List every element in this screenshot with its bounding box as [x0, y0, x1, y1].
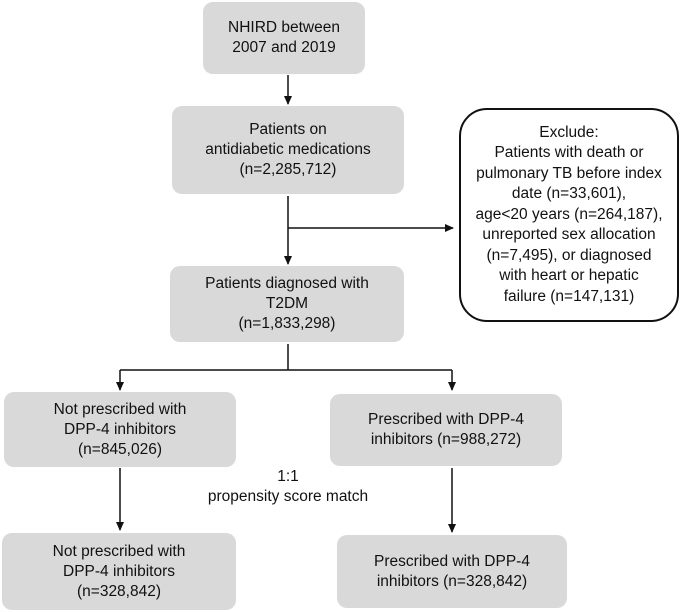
- not-prescribed-line-2: DPP-4 inhibitors: [64, 420, 176, 438]
- exclude-line-4: date (n=33,601),: [511, 185, 627, 203]
- exclude-line-9: failure (n=147,131): [503, 287, 635, 305]
- not-prescribed-box: Not prescribed with DPP-4 inhibitors (n=…: [4, 392, 236, 467]
- source-line-2: 2007 and 2019: [232, 39, 336, 56]
- not-prescribed-matched-line-1: Not prescribed with: [52, 542, 186, 560]
- match-method: propensity score match: [207, 488, 369, 505]
- exclude-line-6: unreported sex allocation: [482, 226, 656, 244]
- exclude-line-2: Patients with death or: [494, 144, 644, 162]
- exclude-line-1: Exclude:: [539, 123, 599, 141]
- prescribed-box: Prescribed with DPP-4 inhibitors (n=988,…: [330, 394, 562, 466]
- not-prescribed-matched-line-3: (n=328,842): [76, 582, 162, 600]
- exclude-line-7: (n=7,495), or diagnosed: [486, 246, 652, 264]
- prescribed-matched-line-2: inhibitors (n=328,842): [376, 572, 528, 590]
- prescribed-matched-box: Prescribed with DPP-4 inhibitors (n=328,…: [337, 535, 567, 608]
- match-ratio: 1:1: [277, 468, 299, 485]
- exclude-box: Exclude: Patients with death or pulmonar…: [459, 108, 679, 322]
- prescribed-line-1: Prescribed with DPP-4: [368, 411, 524, 428]
- prescribed-line-2: inhibitors (n=988,272): [370, 431, 522, 448]
- t2dm-line-1: Patients diagnosed with: [205, 275, 369, 292]
- not-prescribed-matched-line-2: DPP-4 inhibitors: [63, 562, 175, 580]
- not-prescribed-matched-box: Not prescribed with DPP-4 inhibitors (n=…: [2, 533, 236, 610]
- not-prescribed-line-1: Not prescribed with: [53, 400, 187, 418]
- propensity-match-label: 1:1 propensity score match: [180, 467, 396, 507]
- exclude-line-3: pulmonary TB before index: [476, 164, 662, 182]
- t2dm-line-3: (n=1,833,298): [238, 315, 336, 332]
- not-prescribed-line-3: (n=845,026): [77, 440, 163, 458]
- antidiabetic-box: Patients on antidiabetic medications (n=…: [172, 106, 404, 194]
- source-line-1: NHIRD between: [228, 19, 340, 36]
- antidiabetic-line-3: (n=2,285,712): [239, 161, 337, 178]
- exclude-line-5: age<20 years (n=264,187),: [475, 205, 663, 223]
- t2dm-line-2: T2DM: [265, 295, 309, 312]
- antidiabetic-line-2: antidiabetic medications: [205, 141, 371, 158]
- exclude-line-8: with heart or hepatic: [499, 267, 639, 285]
- prescribed-matched-line-1: Prescribed with DPP-4: [374, 552, 530, 570]
- t2dm-box: Patients diagnosed with T2DM (n=1,833,29…: [170, 266, 404, 342]
- source-box: NHIRD between 2007 and 2019: [203, 2, 365, 74]
- antidiabetic-line-1: Patients on: [249, 121, 327, 138]
